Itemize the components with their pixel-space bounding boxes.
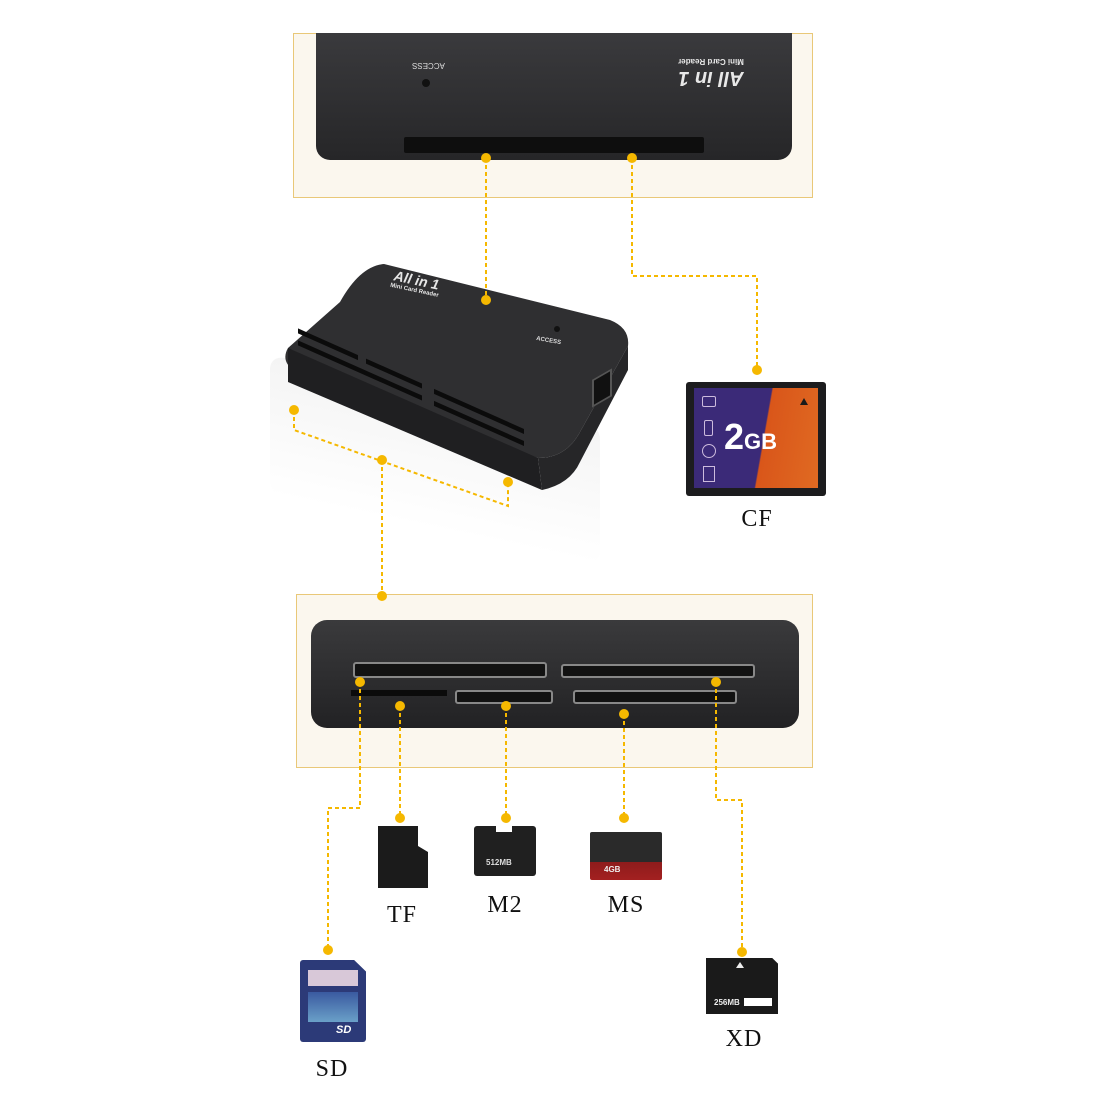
cf-card: 2GB xyxy=(686,382,826,496)
tf-slot xyxy=(351,690,447,696)
sd-slot xyxy=(353,662,547,678)
cf-label: CF xyxy=(741,506,773,532)
sd-card: SD xyxy=(300,960,366,1042)
xd-card: 256MB xyxy=(706,958,778,1014)
ms-slot xyxy=(573,690,737,704)
xd-label: XD xyxy=(725,1026,763,1052)
sd-label: SD xyxy=(315,1056,349,1082)
m2-label: M2 xyxy=(487,892,523,918)
ms-label: MS xyxy=(607,892,645,918)
device-icon xyxy=(703,466,715,482)
phone-icon xyxy=(704,420,713,436)
m2-card: 512MB xyxy=(474,826,536,876)
reader-perspective-view: All in 1 Mini Card Reader ACCESS xyxy=(280,262,630,492)
cf-capacity: 2GB xyxy=(724,416,778,457)
cf-slot xyxy=(404,137,704,153)
ms-capacity: 4GB xyxy=(604,865,621,874)
reader-body-svg xyxy=(285,264,629,490)
tf-label: TF xyxy=(386,902,417,928)
reader-top-view: ACCESS All in 1 Mini Card Reader xyxy=(316,33,792,160)
xd-slot xyxy=(561,664,755,678)
access-led-icon xyxy=(422,79,430,87)
sd-logo: SD xyxy=(336,1024,352,1036)
camera-icon xyxy=(702,396,716,407)
reader-front-view xyxy=(311,620,799,728)
xd-capacity: 256MB xyxy=(714,998,740,1007)
access-led-middle-icon xyxy=(554,326,560,332)
triangle-icon xyxy=(800,398,808,405)
ms-card: 4GB xyxy=(590,832,662,880)
m2-capacity: 512MB xyxy=(486,858,512,867)
music-icon xyxy=(702,444,716,458)
